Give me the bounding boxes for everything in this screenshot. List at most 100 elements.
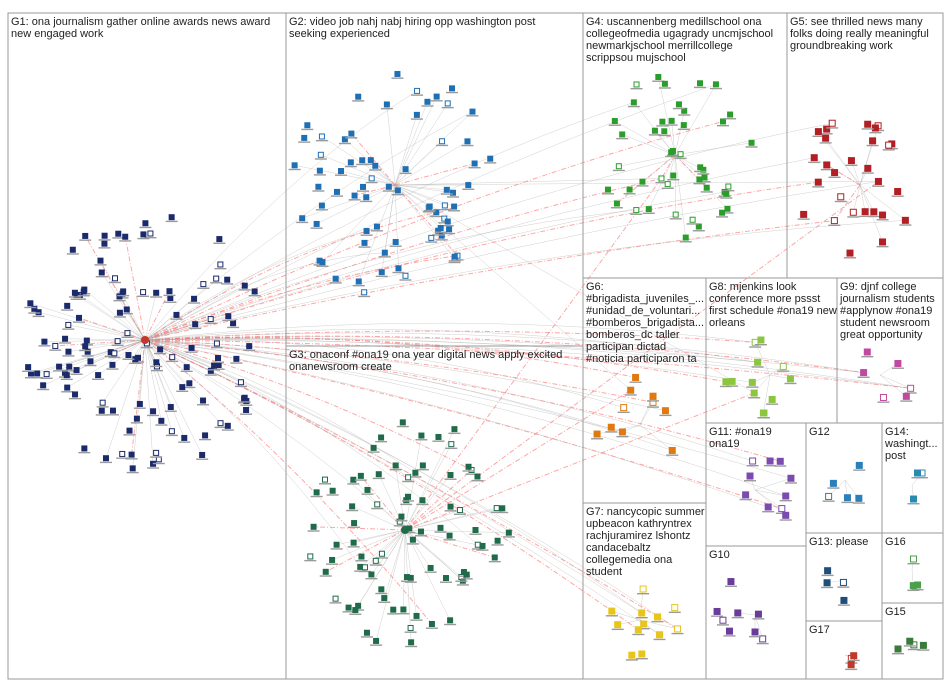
node-g4 <box>626 186 633 193</box>
node-g14 <box>910 495 918 503</box>
node-label-mark <box>784 482 797 484</box>
node-label-mark <box>911 477 924 479</box>
node-g14 <box>914 469 922 477</box>
node-g1 <box>66 363 73 370</box>
node-label-mark <box>665 124 678 126</box>
node-label-mark <box>900 400 913 402</box>
group-label-line: folks doing really meaningful <box>790 28 929 40</box>
node-g2 <box>395 265 402 272</box>
node-label-mark <box>63 370 76 372</box>
node-label-mark <box>445 447 458 450</box>
node-label-mark <box>891 367 904 369</box>
node-g1 <box>233 355 240 362</box>
node-label-mark <box>448 261 461 264</box>
node-label-mark <box>434 531 447 533</box>
node-label-mark <box>375 592 388 595</box>
node-label-mark <box>754 344 767 346</box>
node-g10 <box>751 628 759 636</box>
node-g3 <box>378 434 385 441</box>
cross-group-edge <box>144 335 864 374</box>
edge <box>394 184 447 191</box>
node-g10 <box>713 607 721 615</box>
node-label-mark <box>841 501 854 504</box>
node-label-mark <box>605 615 618 617</box>
group-frame-g16 <box>881 532 944 604</box>
node-g5 <box>870 208 878 216</box>
node-label-mark <box>608 124 621 126</box>
cross-group-edge <box>144 122 833 341</box>
node-g1 <box>65 321 72 328</box>
node-g3 <box>412 469 419 476</box>
node-label-mark <box>204 322 217 324</box>
node-label-mark <box>406 543 419 545</box>
edge <box>144 339 173 432</box>
edge <box>394 184 455 259</box>
node-g15 <box>919 641 927 649</box>
node-g1 <box>27 300 34 307</box>
group-label-g1: G1: ona journalism gather online awards … <box>11 16 270 40</box>
node-label-mark <box>724 118 737 120</box>
node-label-mark <box>764 465 777 467</box>
node-g1 <box>62 335 69 342</box>
node-g3 <box>419 462 426 469</box>
group-label-line: groundbreaking work <box>790 40 893 52</box>
node-g2 <box>392 239 399 246</box>
node-label-mark <box>69 397 82 400</box>
node-label-mark <box>130 422 143 424</box>
node-g1 <box>40 382 47 389</box>
node-g4 <box>697 80 704 87</box>
node-g2 <box>316 167 323 174</box>
node-g1 <box>213 275 220 282</box>
cross-group-edge <box>394 181 879 186</box>
node-g11 <box>778 505 786 513</box>
node-g11 <box>776 457 784 465</box>
node-label-mark <box>627 105 640 108</box>
node-label-mark <box>319 483 332 485</box>
node-label-mark <box>423 210 436 212</box>
node-label-mark <box>694 86 707 89</box>
node-label-mark <box>845 668 858 671</box>
node-label-mark <box>441 225 454 227</box>
node-label-mark <box>692 230 705 232</box>
node-g1 <box>173 311 180 318</box>
group-label-line: rachjuramirez lshontz <box>586 530 691 542</box>
node-g2 <box>487 155 494 162</box>
node-g5 <box>847 157 855 165</box>
node-g8 <box>779 362 787 370</box>
node-g1 <box>191 295 198 302</box>
edge <box>622 134 676 156</box>
cross-group-edge <box>144 339 660 635</box>
node-label-mark <box>436 144 449 147</box>
node-label-mark <box>95 414 108 416</box>
node-g1 <box>157 346 164 353</box>
node-g5 <box>869 137 877 145</box>
node-label-mark <box>453 513 466 515</box>
node-g4 <box>664 181 671 188</box>
node-label-mark <box>154 352 167 355</box>
node-g3 <box>396 518 403 525</box>
node-label-mark <box>425 627 438 629</box>
edges-layer <box>30 76 923 659</box>
node-g2 <box>359 157 366 164</box>
node-label-mark <box>468 166 481 169</box>
edge <box>358 184 396 282</box>
node-g3 <box>437 524 444 531</box>
node-g1 <box>111 350 118 357</box>
node-g1 <box>124 330 131 337</box>
node-label-mark <box>150 365 163 368</box>
node-label-mark <box>872 185 885 187</box>
node-label-mark <box>496 511 509 514</box>
node-g3 <box>447 503 454 510</box>
node-label-mark <box>904 392 917 394</box>
node-g5 <box>864 164 872 172</box>
node-label-mark <box>410 619 423 621</box>
node-label-mark <box>356 163 369 166</box>
group-label-line: conference more pssst <box>709 293 820 305</box>
node-label-mark <box>197 287 210 290</box>
node-label-mark <box>382 190 395 192</box>
node-g3 <box>313 489 320 496</box>
cross-group-edge <box>144 339 769 508</box>
node-label-mark <box>642 212 655 215</box>
node-label-mark <box>355 560 368 562</box>
node-g1 <box>188 344 195 351</box>
